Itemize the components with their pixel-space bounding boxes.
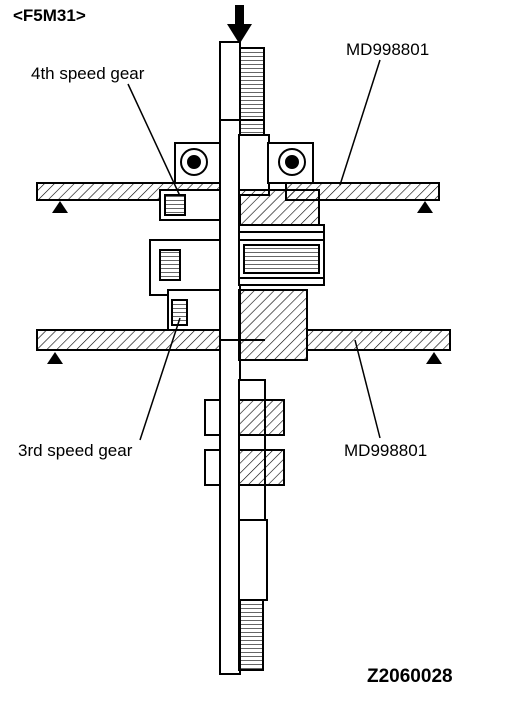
figure-code-label: Z2060028 xyxy=(367,666,453,687)
fourth-speed-gear-label: 4th speed gear xyxy=(31,64,145,83)
tool-bottom-label: MD998801 xyxy=(344,441,428,460)
press-arrow-icon xyxy=(227,5,252,44)
bearing-right xyxy=(267,142,314,184)
support-triangle-icon xyxy=(426,352,442,364)
bearing-left xyxy=(174,142,221,184)
fourth-speed-gear xyxy=(159,189,320,226)
model-code-label: <F5M31> xyxy=(13,6,86,25)
leader-lines xyxy=(127,59,381,441)
tool-top-label: MD998801 xyxy=(346,40,430,59)
support-triangle-icon xyxy=(52,201,68,213)
third-speed-gear-label: 3rd speed gear xyxy=(18,441,133,460)
support-triangle-icon xyxy=(417,201,433,213)
third-speed-gear xyxy=(167,289,308,361)
lower-gears xyxy=(204,399,285,486)
support-triangle-icon xyxy=(47,352,63,364)
synchronizer xyxy=(149,224,325,296)
